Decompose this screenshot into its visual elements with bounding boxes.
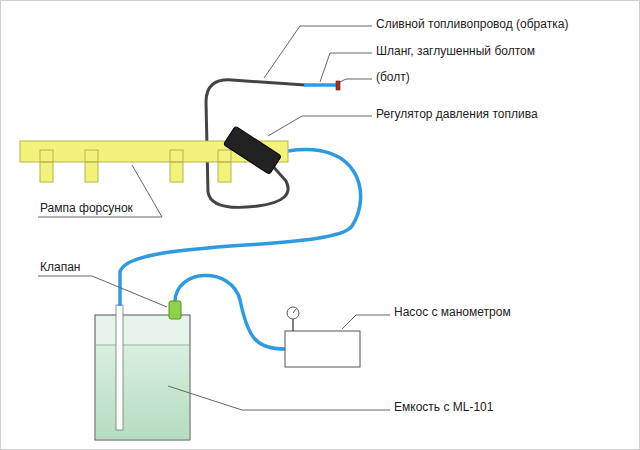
liquid-level [96, 345, 189, 346]
callout-label: Сливной топливопровод (обратка) [376, 17, 568, 31]
injector-top [218, 150, 231, 162]
leader-line [264, 26, 372, 78]
leader-line [320, 53, 372, 82]
injector-top [85, 150, 98, 162]
leader-line [38, 276, 167, 307]
leader-line [340, 79, 372, 82]
leader-line [342, 315, 390, 329]
tank-body [95, 315, 190, 440]
supply-hose [120, 150, 361, 306]
callout-label: Емкость с ML-101 [394, 400, 493, 414]
callout-label: (болт) [376, 70, 410, 84]
callout-label: Шланг, заглушенный болтом [376, 44, 535, 58]
plugged-hose [304, 83, 336, 87]
leader-line [268, 116, 372, 136]
gauge-stem [292, 319, 294, 331]
injector-top [40, 150, 53, 162]
pump-box [285, 331, 360, 367]
gauge-needle [293, 309, 296, 313]
tank-liquid [96, 345, 189, 439]
bolt [336, 81, 340, 90]
leader-line [168, 386, 390, 410]
manometer [287, 307, 299, 319]
leader-line [38, 165, 162, 217]
intake-tube [116, 305, 123, 430]
pump-hose [175, 275, 285, 349]
valve [169, 301, 181, 319]
injector-top [170, 150, 183, 162]
callout-label: Регулятор давления топлива [376, 107, 538, 121]
callout-label: Клапан [40, 260, 80, 274]
callout-label: Рампа форсунок [40, 201, 133, 215]
callout-label: Насос с манометром [394, 305, 511, 319]
